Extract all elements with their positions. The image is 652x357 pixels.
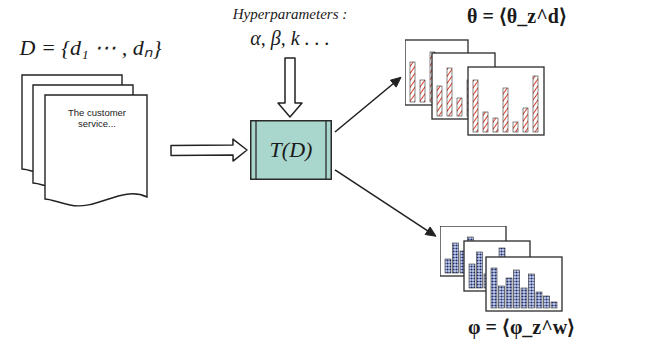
distribution-bar xyxy=(484,274,490,288)
distribution-bar xyxy=(544,296,550,308)
chart-frame xyxy=(468,67,544,135)
chart-frame xyxy=(432,53,495,119)
flow-arrow xyxy=(171,139,247,161)
distribution-bar xyxy=(420,80,425,102)
distribution-bar xyxy=(468,237,474,273)
distribution-bar xyxy=(473,80,478,132)
distribution-bar xyxy=(529,274,535,308)
distribution-bar xyxy=(533,76,538,132)
arrow-shaft xyxy=(335,83,394,132)
distribution-bar xyxy=(477,104,482,116)
distribution-bar xyxy=(503,88,508,132)
chart-frame xyxy=(405,40,468,105)
distribution-bar xyxy=(499,248,505,288)
distribution-chart xyxy=(464,241,530,291)
distribution-bar xyxy=(483,263,489,273)
hollow-arrow xyxy=(171,139,247,161)
distribution-bar xyxy=(469,264,475,288)
distribution-bar xyxy=(507,272,513,288)
distribution-bar xyxy=(514,270,520,308)
distribution-bar xyxy=(467,80,472,116)
model-box: T(D) xyxy=(250,120,332,180)
distribution-bar xyxy=(445,259,451,273)
flow-arrow xyxy=(335,77,401,132)
distribution-bar xyxy=(437,86,442,116)
distribution-bar xyxy=(551,302,557,308)
distribution-bar xyxy=(491,268,497,308)
document-page xyxy=(33,85,133,190)
distribution-chart xyxy=(432,53,495,119)
distribution-chart xyxy=(405,40,468,105)
hyperparameter-heading: Hyperparameters : xyxy=(205,6,375,23)
flow-arrow xyxy=(335,170,436,236)
model-box-fill xyxy=(251,121,332,180)
distribution-bar xyxy=(514,280,520,288)
distribution-bar xyxy=(492,260,498,288)
distribution-bar xyxy=(490,247,496,273)
distribution-bar xyxy=(521,288,527,308)
chart-frame xyxy=(440,226,506,276)
distribution-bar xyxy=(430,52,435,102)
model-box-edge-line xyxy=(255,121,256,179)
arrow-head xyxy=(390,77,401,87)
distribution-chart xyxy=(468,67,544,135)
collection-heading: D = {d₁ ⋯ , dₙ} xyxy=(12,35,169,60)
distribution-chart xyxy=(440,226,506,276)
distribution-chart xyxy=(486,257,562,311)
document-page xyxy=(45,95,147,206)
theta-label: θ = ⟨θ_z^d⟩ xyxy=(467,5,582,28)
word-distribution-stack: φ = ⟨φ_z^w⟩ xyxy=(440,226,607,354)
distribution-bar xyxy=(460,251,466,273)
topic-distribution-stack: θ = ⟨θ_z^d⟩ xyxy=(405,3,582,138)
distribution-bar xyxy=(475,255,481,273)
hyperparameter-list: α, β, k . . . xyxy=(205,27,375,50)
distribution-bar xyxy=(477,252,483,288)
distribution-bar xyxy=(493,118,498,132)
distribution-bar xyxy=(483,112,488,132)
document-stack: D = {d₁ ⋯ , dₙ} The customer service... xyxy=(12,35,169,210)
distribution-bar xyxy=(457,98,462,116)
phi-label: φ = ⟨φ_z^w⟩ xyxy=(468,316,607,339)
document-text: The customer service... xyxy=(57,108,137,130)
distribution-bar xyxy=(536,292,542,308)
distribution-bar xyxy=(523,108,528,132)
distribution-bar xyxy=(506,278,512,308)
distribution-bar xyxy=(513,122,518,132)
arrow-shaft xyxy=(335,170,428,231)
distribution-bar xyxy=(450,72,455,102)
arrow-head xyxy=(425,227,436,236)
hollow-input-arrow xyxy=(278,58,302,117)
distribution-bar xyxy=(410,62,415,102)
distribution-bar xyxy=(499,286,505,308)
distribution-bar xyxy=(440,88,445,102)
model-box-edge-line xyxy=(325,121,326,179)
chart-frame xyxy=(464,241,530,291)
chart-frame xyxy=(486,257,562,311)
distribution-bar xyxy=(447,68,452,116)
model-label: T(D) xyxy=(270,137,313,162)
distribution-bar xyxy=(453,243,459,273)
